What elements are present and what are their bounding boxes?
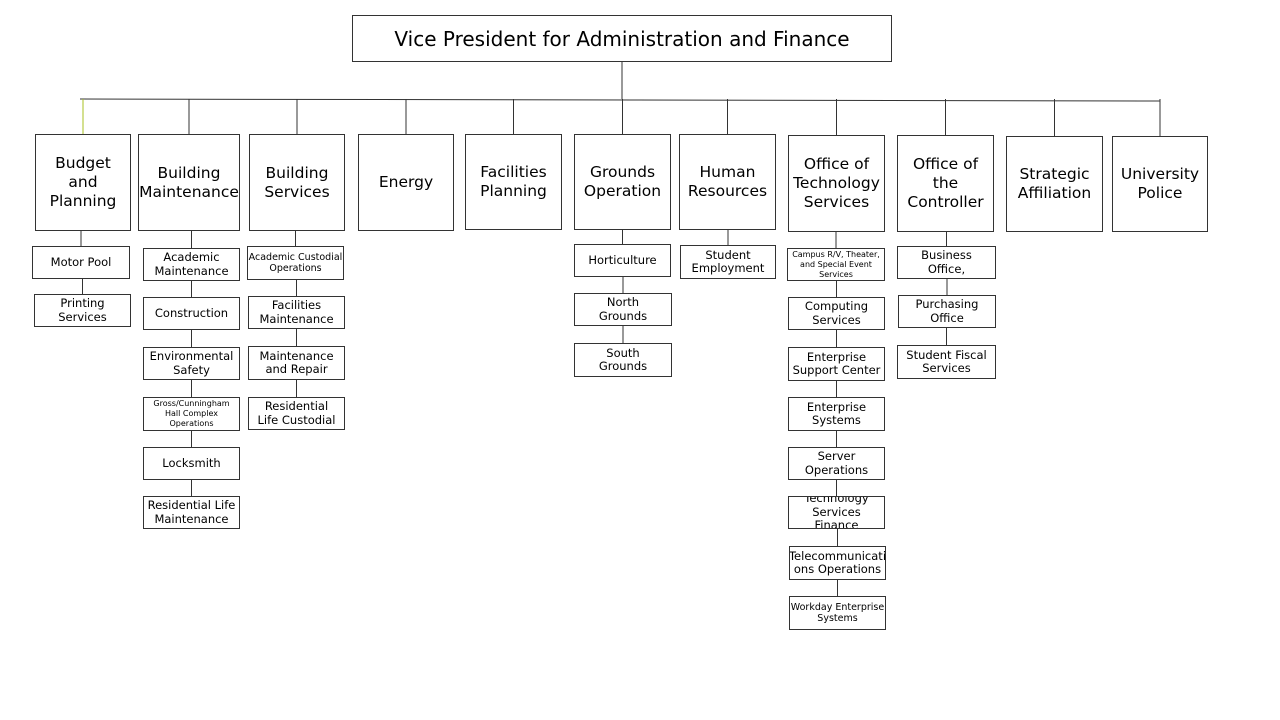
- sub-unit-box-environmental-safety: Environmental Safety: [143, 347, 240, 380]
- department-box-strategic-affiliation: Strategic Affiliation: [1006, 136, 1103, 232]
- sub-unit-box-construction: Construction: [143, 297, 240, 330]
- sub-unit-label: Horticulture: [588, 252, 657, 267]
- sub-unit-box-enterprise-support-center: Enterprise Support Center: [788, 347, 885, 381]
- department-box-university-police: University Police: [1112, 136, 1208, 232]
- sub-unit-label: North Grounds: [598, 295, 648, 323]
- sub-unit-label: Campus R/V, Theater, and Special Event S…: [792, 249, 880, 279]
- sub-unit-label: Workday Enterprise Systems: [790, 602, 885, 624]
- sub-unit-box-workday-enterprise-systems: Workday Enterprise Systems: [789, 596, 886, 630]
- sub-unit-label: Facilities Maintenance: [259, 298, 334, 326]
- sub-unit-label: Academic Maintenance: [154, 250, 229, 278]
- department-box-facilities-planning: Facilities Planning: [465, 134, 562, 230]
- department-label: Office of the Controller: [907, 155, 984, 211]
- sub-unit-box-student-employment: Student Employment: [680, 245, 776, 279]
- sub-unit-label: Purchasing Office: [915, 297, 979, 325]
- sub-unit-label: Technology Services Finance: [804, 496, 869, 529]
- department-label: Grounds Operation: [583, 163, 662, 200]
- department-label: Human Resources: [687, 163, 768, 200]
- sub-unit-box-academic-maintenance: Academic Maintenance: [143, 248, 240, 281]
- sub-unit-box-north-grounds: North Grounds: [574, 293, 672, 326]
- department-box-energy: Energy: [358, 134, 454, 231]
- sub-unit-box-purchasing-office: Purchasing Office: [898, 295, 996, 328]
- sub-unit-label: Computing Services: [804, 299, 869, 327]
- department-label: Building Maintenance: [139, 163, 239, 201]
- department-box-building-maintenance: Building Maintenance: [138, 134, 240, 231]
- department-box-human-resources: Human Resources: [679, 134, 776, 230]
- department-box-building-services: Building Services: [249, 134, 345, 231]
- sub-unit-box-gross-cunningham-hall-complex-operations: Gross/Cunningham Hall Complex Operations: [143, 397, 240, 431]
- department-label: Building Services: [264, 163, 330, 201]
- sub-unit-label: Residential Life Maintenance: [147, 498, 236, 526]
- sub-unit-box-maintenance-and-repair: Maintenance and Repair: [248, 346, 345, 380]
- department-label: University Police: [1120, 165, 1200, 202]
- sub-unit-label: Gross/Cunningham Hall Complex Operations: [153, 399, 230, 428]
- sub-unit-label: Business Office,: [921, 248, 972, 276]
- sub-unit-label: South Grounds: [598, 345, 648, 373]
- sub-unit-box-residential-life-maintenance: Residential Life Maintenance: [143, 496, 240, 529]
- sub-unit-label: Student Employment: [691, 247, 765, 275]
- department-label: Energy: [378, 173, 434, 191]
- department-box-office-of-the-controller: Office of the Controller: [897, 135, 994, 232]
- department-box-grounds-operation: Grounds Operation: [574, 134, 671, 230]
- sub-unit-box-student-fiscal-services: Student Fiscal Services: [897, 345, 996, 379]
- department-bus-line: [79, 98, 1161, 102]
- sub-unit-label: Motor Pool: [50, 254, 112, 269]
- sub-unit-box-computing-services: Computing Services: [788, 297, 885, 330]
- root-label: Vice President for Administration and Fi…: [394, 26, 850, 51]
- sub-unit-label: Printing Services: [58, 296, 107, 324]
- sub-unit-box-campus-r-v-theater-and-special-event-services: Campus R/V, Theater, and Special Event S…: [787, 248, 885, 281]
- sub-unit-box-business-office: Business Office,: [897, 246, 996, 279]
- department-box-office-of-technology-services: Office of Technology Services: [788, 135, 885, 232]
- sub-unit-label: Academic Custodial Operations: [248, 252, 343, 274]
- sub-unit-box-enterprise-systems: Enterprise Systems: [788, 397, 885, 431]
- sub-unit-box-south-grounds: South Grounds: [574, 343, 672, 377]
- sub-unit-box-locksmith: Locksmith: [143, 447, 240, 480]
- sub-unit-box-motor-pool: Motor Pool: [32, 246, 130, 279]
- sub-unit-box-facilities-maintenance: Facilities Maintenance: [248, 296, 345, 329]
- sub-unit-label: Maintenance and Repair: [259, 348, 334, 376]
- sub-unit-label: Locksmith: [162, 455, 221, 470]
- department-label: Budget and Planning: [49, 154, 117, 210]
- sub-unit-box-printing-services: Printing Services: [34, 294, 131, 327]
- sub-unit-label: Telecommunicati ons Operations: [789, 548, 886, 576]
- department-label: Office of Technology Services: [793, 155, 880, 211]
- sub-unit-box-server-operations: Server Operations: [788, 447, 885, 480]
- sub-unit-label: Environmental Safety: [149, 349, 234, 377]
- sub-unit-box-horticulture: Horticulture: [574, 244, 671, 277]
- department-label: Facilities Planning: [480, 163, 547, 200]
- root-box-vice-president: Vice President for Administration and Fi…: [352, 15, 892, 62]
- sub-unit-label: Enterprise Support Center: [792, 349, 881, 377]
- sub-unit-box-residential-life-custodial: Residential Life Custodial: [248, 397, 345, 430]
- sub-unit-box-technology-services-finance: Technology Services Finance: [788, 496, 885, 529]
- sub-unit-label: Student Fiscal Services: [906, 347, 987, 375]
- sub-unit-box-academic-custodial-operations: Academic Custodial Operations: [247, 246, 344, 280]
- department-box-budget-and-planning: Budget and Planning: [35, 134, 131, 231]
- sub-unit-label: Enterprise Systems: [806, 399, 867, 427]
- sub-unit-label: Construction: [154, 305, 229, 320]
- department-label: Strategic Affiliation: [1017, 165, 1092, 202]
- sub-unit-box-telecommunicati-ons-operations: Telecommunicati ons Operations: [789, 546, 886, 580]
- sub-unit-label: Residential Life Custodial: [257, 399, 336, 427]
- sub-unit-label: Server Operations: [804, 449, 869, 477]
